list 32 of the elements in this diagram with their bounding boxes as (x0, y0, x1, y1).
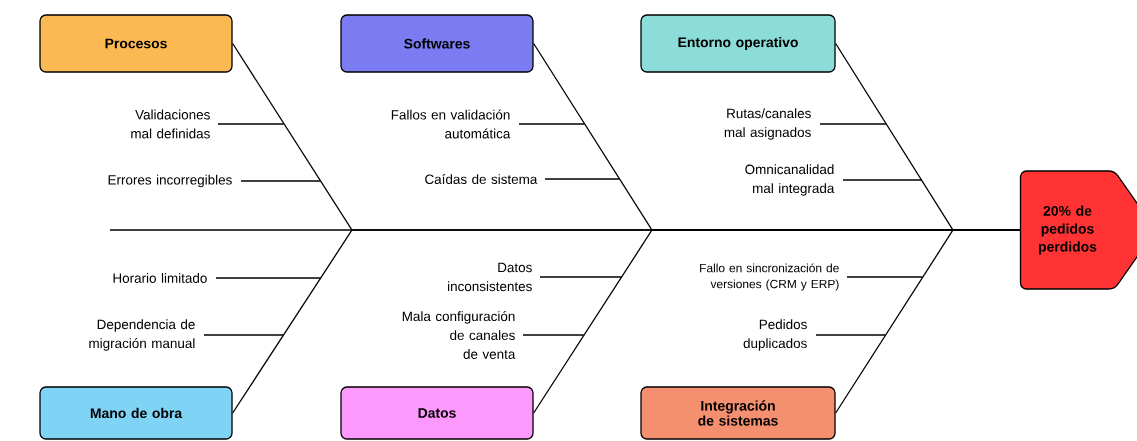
cause-text: Horario limitado (113, 273, 207, 283)
cause-line (203, 334, 284, 336)
cause-text: Fallos en validación automática (391, 109, 511, 139)
cause-text: Dependencia de migración manual (89, 319, 195, 351)
cause-line (518, 123, 585, 125)
cause-line (842, 179, 922, 181)
cause-line (522, 334, 585, 336)
fishbone-line (835, 229, 1021, 414)
cause-line (217, 123, 285, 125)
cause-text: Pedidos duplicados (743, 319, 807, 351)
category-box: Procesos (39, 14, 233, 73)
cause-text: Caídas de sistema (425, 173, 538, 184)
category-box: Softwares (340, 14, 534, 73)
cause-line (240, 180, 322, 182)
cause-text: Datos inconsistentes (448, 262, 532, 292)
cause-text: Mala configuración de canales de venta (402, 311, 516, 359)
category-box: Datos (340, 386, 534, 440)
cause-text: Errores incorregibles (108, 174, 232, 188)
category-box: Mano de obra (39, 386, 233, 440)
cause-line (846, 276, 924, 278)
cause-line (544, 178, 621, 180)
cause-line (819, 123, 887, 125)
cause-text: Fallo en sincronización de versiones (CRM y ERP) (700, 263, 839, 291)
category-box: Entorno operativo (640, 14, 836, 73)
category-box: Integración de sistemas (640, 386, 836, 440)
effect-box: 20% de pedidos perdidos (1019, 170, 1137, 290)
cause-text: Rutas/canales mal asignados (724, 108, 811, 140)
cause-line (815, 334, 886, 336)
cause-text: Omnicanalidad mal integrada (745, 164, 835, 196)
cause-line (539, 276, 623, 278)
cause-text: Validaciones mal definidas (131, 109, 210, 139)
cause-line (215, 277, 322, 279)
